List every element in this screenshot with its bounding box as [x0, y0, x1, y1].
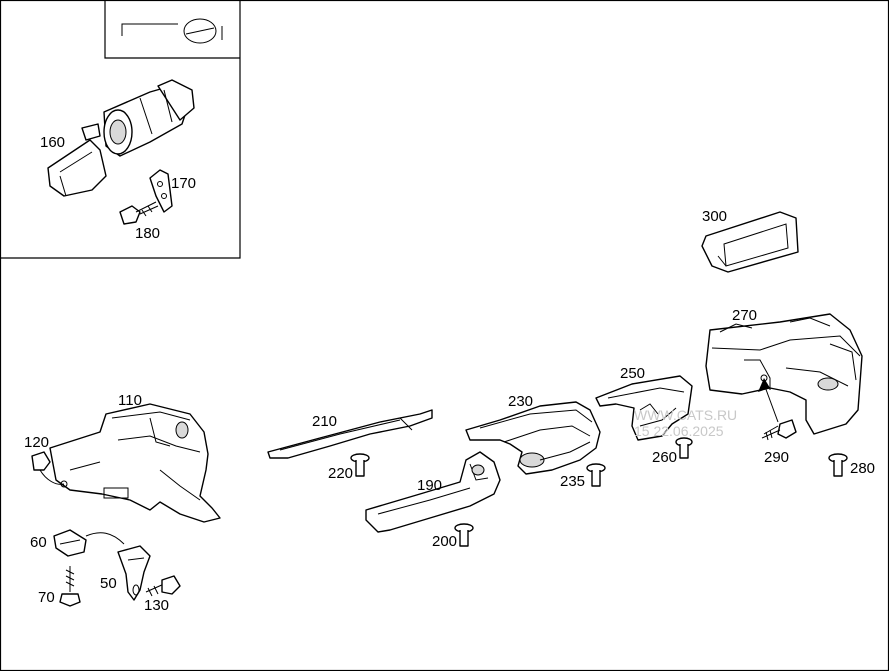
part-290-screw: [758, 378, 797, 441]
label-210: 210: [312, 413, 337, 430]
label-220: 220: [328, 465, 353, 482]
part-110-panel: [49, 403, 221, 523]
label-300: 300: [702, 208, 727, 225]
watermark-site: WWW.CATS.RU: [634, 407, 737, 423]
part-300-trim: [701, 211, 799, 273]
part-270-cover: [705, 313, 863, 435]
part-160-steering-lock: [47, 79, 195, 197]
part-130-screw: [145, 575, 181, 597]
label-130: 130: [144, 597, 169, 614]
part-210-shield: [267, 409, 433, 459]
part-250-shield: [595, 375, 693, 441]
part-230-shield: [465, 401, 601, 475]
part-50-bracket: [117, 545, 151, 601]
label-180: 180: [135, 225, 160, 242]
label-280: 280: [850, 460, 875, 477]
label-270: 270: [732, 307, 757, 324]
label-110: 110: [118, 392, 142, 409]
part-180-screw: [119, 201, 159, 225]
part-280-clip: [828, 453, 848, 477]
part-220-clip: [350, 453, 370, 477]
part-235-clip: [586, 463, 606, 487]
part-60-clip: [53, 529, 125, 557]
label-160: 160: [40, 134, 65, 151]
part-120-fastener: [31, 451, 68, 488]
label-260: 260: [652, 449, 677, 466]
label-235: 235: [560, 473, 585, 490]
label-250: 250: [620, 365, 645, 382]
label-230: 230: [508, 393, 533, 410]
vehicle-symbol-icon: [121, 18, 223, 44]
label-60: 60: [30, 534, 47, 551]
part-190-shield: [365, 451, 501, 533]
inset-detail-box: [0, 0, 241, 259]
label-200: 200: [432, 533, 457, 550]
label-290: 290: [764, 449, 789, 466]
watermark-date: 15 22.06.2025: [634, 423, 724, 439]
part-260-clip: [675, 437, 693, 459]
part-170-bracket: [149, 169, 173, 213]
part-200-clip: [454, 523, 474, 547]
label-170: 170: [171, 175, 196, 192]
label-120: 120: [24, 434, 49, 451]
label-70: 70: [38, 589, 55, 606]
label-190: 190: [417, 477, 442, 494]
label-50: 50: [100, 575, 117, 592]
part-70-screw: [59, 566, 81, 607]
